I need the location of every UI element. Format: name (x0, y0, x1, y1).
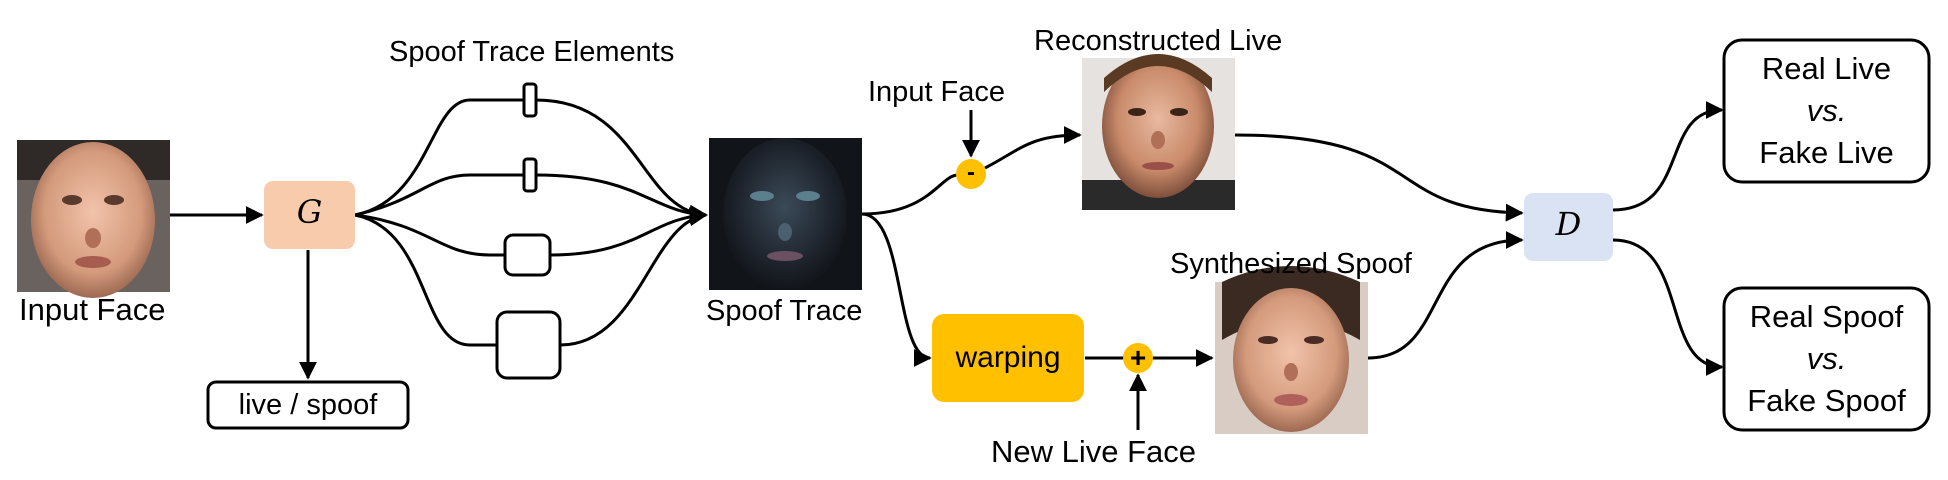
spoof-trace-label: Spoof Trace (706, 295, 863, 327)
spoof-trace-elements-label: Spoof Trace Elements (389, 36, 675, 68)
discriminator-box (1524, 193, 1613, 261)
generator-label: G (296, 193, 323, 231)
trace-element-1 (522, 82, 538, 118)
trace-element-3 (503, 233, 552, 277)
reconstructed-live-image (1082, 54, 1235, 210)
synthesized-spoof-image (1215, 266, 1368, 434)
trace-element-2 (522, 157, 538, 193)
output-bottom-text: Real Spoof vs. Fake Spoof (1724, 296, 1929, 422)
plus-operator (1123, 343, 1153, 373)
live-spoof-label: live / spoof (238, 389, 378, 421)
live-spoof-box (206, 380, 410, 430)
warping-box (932, 314, 1084, 402)
output-top-line-2: vs. (1806, 93, 1847, 128)
discriminator-label: D (1555, 205, 1582, 243)
output-bottom-line-3: Fake Spoof (1747, 383, 1906, 418)
synthesized-spoof-label: Synthesized Spoof (1170, 248, 1412, 280)
output-top-text: Real Live vs. Fake Live (1724, 48, 1929, 174)
input-face-top-label: Input Face (868, 76, 1006, 108)
reconstructed-live-label: Reconstructed Live (1034, 25, 1283, 57)
new-live-face-label: New Live Face (991, 434, 1197, 469)
generator-box (264, 181, 355, 249)
output-top-line-3: Fake Live (1759, 135, 1894, 170)
output-bottom-line-1: Real Spoof (1749, 299, 1904, 334)
warping-label: warping (955, 341, 1061, 374)
output-bottom-box (1722, 286, 1931, 432)
output-top-box (1722, 38, 1931, 184)
spoof-trace-elements-shapes (495, 82, 562, 380)
input-face-image (17, 140, 170, 298)
trace-element-4 (495, 310, 562, 380)
input-face-label: Input Face (19, 292, 166, 327)
minus-operator (956, 159, 986, 189)
spoof-trace-image (709, 138, 862, 290)
plus-sign: + (1129, 342, 1147, 373)
output-bottom-line-2: vs. (1806, 341, 1847, 376)
minus-sign: - (967, 159, 975, 186)
connectors (170, 98, 1724, 430)
output-top-line-1: Real Live (1761, 51, 1892, 86)
